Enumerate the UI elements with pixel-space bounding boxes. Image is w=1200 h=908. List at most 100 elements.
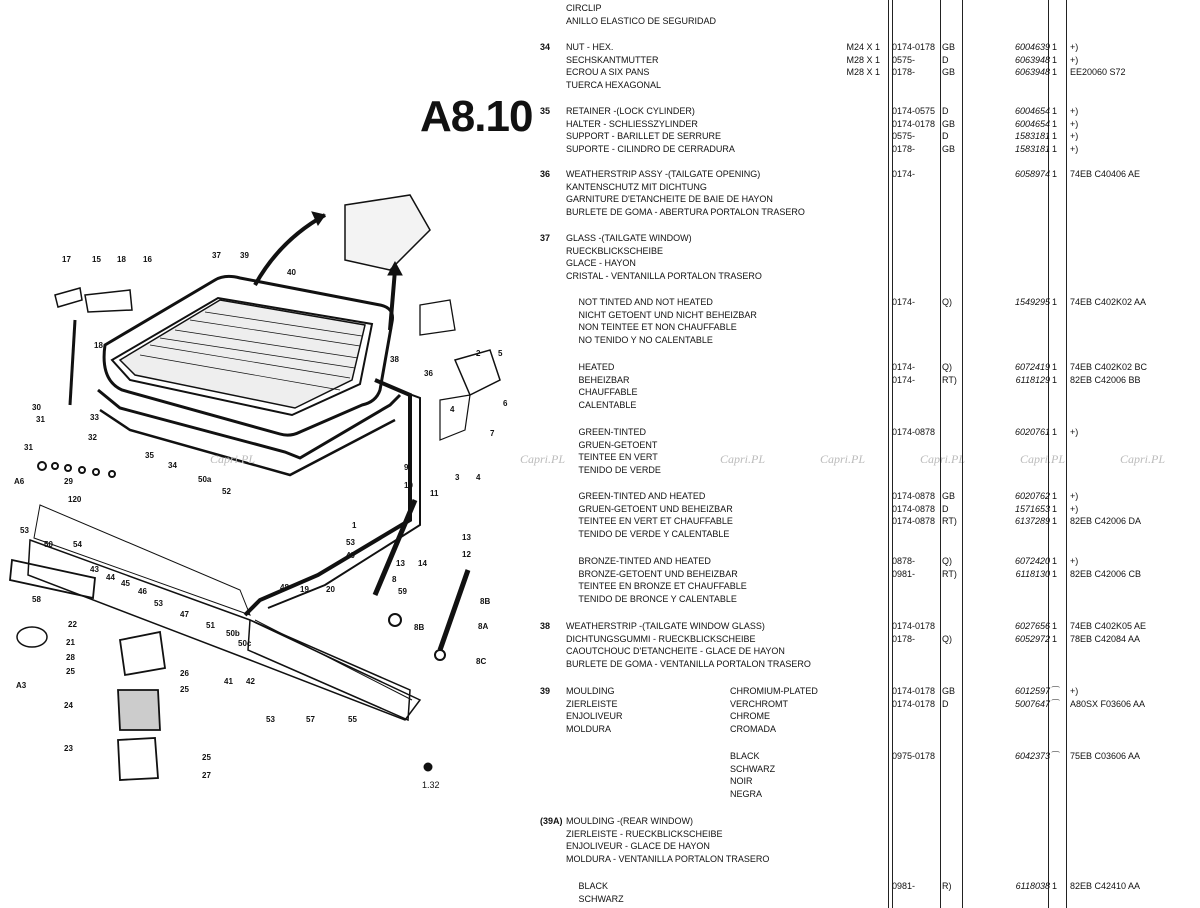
part-quantity: 1 1 1 — [1052, 491, 1058, 526]
callout-12: 12 — [462, 550, 471, 559]
callout-46: 46 — [138, 587, 147, 596]
part-engineering-number: 74EB C402K02 BC 82EB C42006 BB — [1070, 362, 1148, 385]
watermark: Capri.PL — [1020, 452, 1066, 466]
part-country-code: Q) RT) — [942, 362, 957, 385]
column-divider — [888, 0, 889, 908]
part-quantity: 1 1 — [1052, 556, 1058, 579]
callout-17: 17 — [62, 255, 71, 264]
callout-49: 49 — [346, 551, 355, 560]
part-finis-number: 6027656 6052972 — [1014, 621, 1050, 644]
parts-table: CIRCLIP ANILLO ELASTICO DE SEGURIDAD 34 … — [540, 0, 1200, 908]
callout-15: 15 — [92, 255, 101, 264]
part-engineering-number: 74EB C402K05 AE 78EB C42084 AA — [1070, 621, 1147, 644]
column-divider — [892, 0, 893, 908]
part-quantity: 1 — [1052, 297, 1058, 307]
callout-11: 11 — [430, 489, 439, 498]
part-quantity: ⁀ — [1052, 751, 1060, 761]
callout-31: 31 — [36, 415, 45, 424]
callout-33: 33 — [90, 413, 99, 422]
watermark: Capri.PL — [1120, 452, 1166, 466]
part-number-ref: (39A) — [540, 816, 563, 826]
part-description: HEATED BEHEIZBAR CHAUFFABLE CALENTABLE — [578, 362, 638, 410]
part-engineering-number: +) +) 82EB C42006 DA — [1070, 491, 1142, 526]
callout-52: 52 — [222, 487, 231, 496]
part-engineering-number: 75EB C03606 AA — [1070, 751, 1141, 761]
callout-37: 37 — [212, 251, 221, 260]
callout-22: 22 — [68, 620, 77, 629]
callout-54: 54 — [73, 540, 82, 549]
diagram-callouts: 17 15 18 16 18 37 39 40 38 36 2 5 30 31 … — [14, 251, 508, 780]
part-date-range: 0975-0178 — [892, 751, 936, 761]
part-quantity: 1 — [1052, 169, 1058, 179]
callout-57: 57 — [306, 715, 315, 724]
part-date-range: 0174-0878 — [892, 427, 936, 437]
callout-32: 32 — [88, 433, 97, 442]
callout-8B: 8B — [480, 597, 490, 606]
callout-16: 16 — [143, 255, 152, 264]
part-engineering-number: +) +) EE20060 S72 — [1070, 42, 1126, 77]
part-quantity: 1 — [1052, 881, 1058, 891]
part-engineering-number: +) 82EB C42006 CB — [1070, 556, 1142, 579]
callout-44: 44 — [106, 573, 115, 582]
callout-8C: 8C — [476, 657, 486, 666]
part-description: CIRCLIP ANILLO ELASTICO DE SEGURIDAD — [566, 3, 717, 26]
part-date-range: 0174-0178 0174-0178 — [892, 686, 936, 709]
part-country-code: Q) — [942, 633, 952, 644]
part-date-range: 0981- — [892, 881, 916, 891]
callout-58: 58 — [32, 595, 41, 604]
callout-A6: A6 — [14, 477, 25, 486]
part-date-range: 0174-0178 0575- 0178- — [892, 42, 936, 77]
callout-40: 40 — [287, 268, 296, 277]
callout-36: 36 — [424, 369, 433, 378]
part-date-range: 0174- 0174- — [892, 362, 916, 385]
callout-4a: 4 — [450, 405, 455, 414]
column-divider — [940, 0, 941, 908]
part-description: GREEN-TINTED AND HEATED GRUEN-GETOENT UN… — [578, 491, 733, 539]
callout-59: 59 — [398, 587, 407, 596]
part-description: BLACK SCHWARZ — [578, 881, 624, 904]
part-spec: M24 X 1 M28 X 1 M28 X 1 — [846, 42, 880, 77]
watermark: Capri.PL — [820, 452, 866, 466]
callout-23: 23 — [64, 744, 73, 753]
part-number-ref: 36 — [540, 169, 551, 179]
callout-4: 4 — [476, 473, 481, 482]
callout-19: 19 — [300, 585, 309, 594]
callout-A3: A3 — [16, 681, 27, 690]
part-finis-number: 6012597 5007647 — [1014, 686, 1050, 709]
part-description: GREEN-TINTED GRUEN-GETOENT TEINTEE EN VE… — [578, 427, 661, 475]
callout-5: 5 — [498, 349, 503, 358]
callout-6: 6 — [503, 399, 508, 408]
part-finis-number: 6072419 6118129 — [1014, 362, 1050, 385]
part-engineering-number: 74EB C402K02 AA — [1070, 297, 1147, 307]
part-description: MOULDING -(REAR WINDOW) ZIERLEISTE - RUE… — [566, 816, 770, 864]
callout-29: 29 — [64, 477, 73, 486]
callout-41: 41 — [224, 677, 233, 686]
callout-21: 21 — [66, 638, 75, 647]
part-finish: BLACK SCHWARZ NOIR NEGRA — [730, 751, 776, 799]
callout-50a: 50a — [198, 475, 212, 484]
part-date-range: 0174- — [892, 169, 916, 179]
callout-25a: 25 — [66, 667, 75, 676]
callout-25c: 25 — [202, 753, 211, 762]
part-description: NUT - HEX. SECHSKANTMUTTER ECROU A SIX P… — [566, 42, 662, 90]
watermark: Capri.PL — [210, 452, 256, 466]
callout-53c: 53 — [154, 599, 163, 608]
part-quantity: 1 1 — [1052, 362, 1058, 385]
callout-24: 24 — [64, 701, 73, 710]
callout-50b: 50b — [226, 629, 240, 638]
callout-20: 20 — [326, 585, 335, 594]
callout-53d: 53 — [266, 715, 275, 724]
part-country-code: GB D — [942, 686, 956, 709]
part-quantity: 1 1 1 — [1052, 42, 1058, 77]
part-description: GLASS -(TAILGATE WINDOW) RUECKBLICKSCHEI… — [566, 233, 762, 281]
column-divider — [1066, 0, 1067, 908]
part-country-code: Q) — [942, 297, 952, 307]
part-finis-number: 6072420 6118130 — [1014, 556, 1050, 579]
part-description: WEATHERSTRIP -(TAILGATE WINDOW GLASS) DI… — [566, 621, 811, 669]
part-finis-number: 6004639 6063948 6063948 — [1014, 42, 1050, 77]
part-date-range: 0174-0575 0174-0178 0575- 0178- — [892, 106, 936, 154]
part-finish: CHROMIUM-PLATED VERCHROMT CHROME CROMADA — [730, 686, 818, 734]
callout-55: 55 — [348, 715, 357, 724]
part-number-ref: 35 — [540, 106, 551, 116]
callout-25b: 25 — [180, 685, 189, 694]
